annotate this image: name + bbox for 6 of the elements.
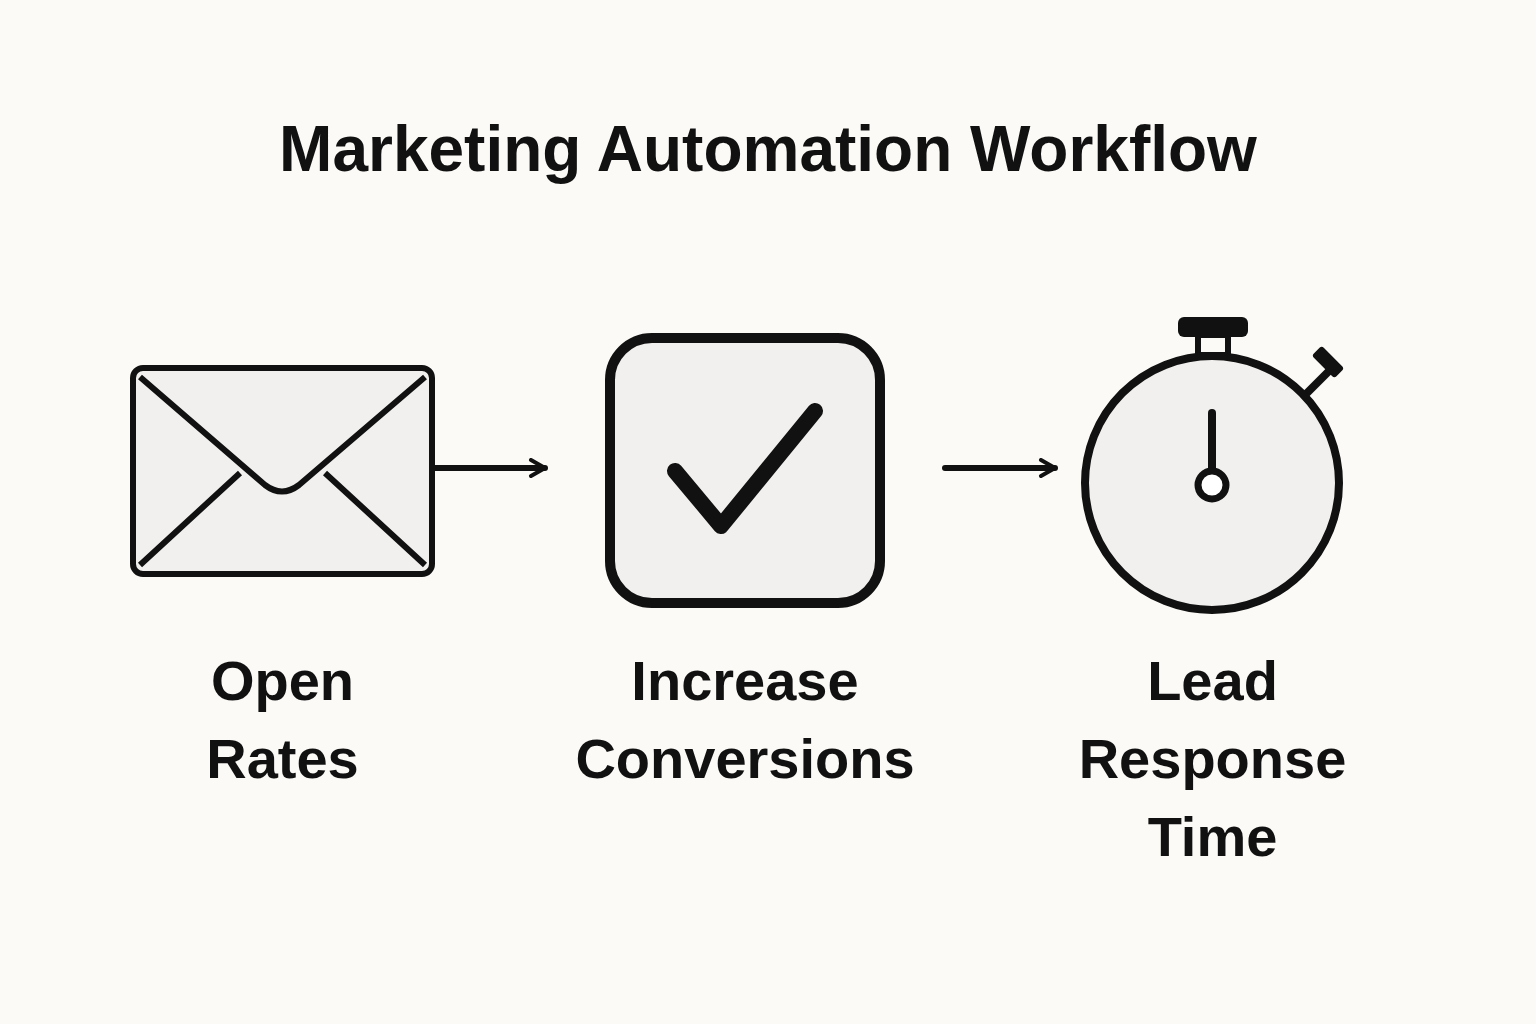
- diagram-title: Marketing Automation Workflow: [278, 112, 1258, 186]
- step-label: Open Rates: [205, 648, 360, 792]
- step-label: Increase Conversions: [574, 648, 916, 792]
- arrow: [432, 458, 548, 478]
- arrow: [942, 458, 1058, 478]
- step-label: Lead Response Time: [1077, 648, 1348, 870]
